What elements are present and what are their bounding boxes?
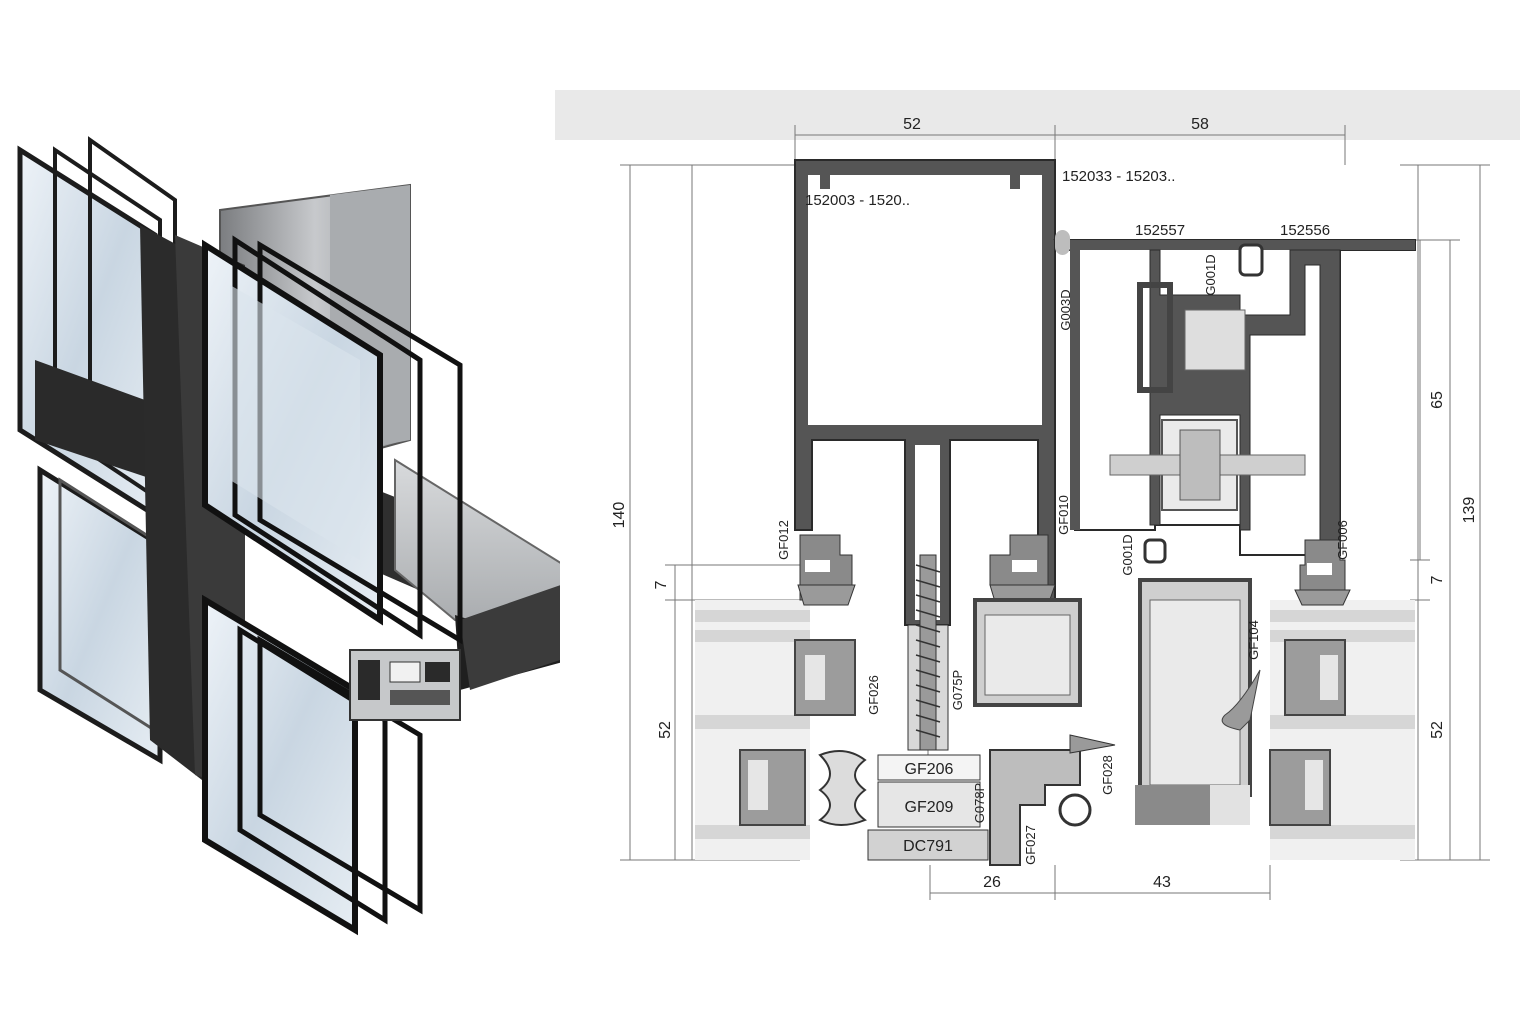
header-band [555,90,1520,140]
gasket-gf104 [1221,669,1261,731]
gasket-gf028 [1069,734,1116,754]
label-vent-right: 152556 [1280,222,1330,239]
glass-pane-front-upper [202,235,463,645]
part-gf206 [877,754,981,781]
gasket-g078p [989,749,1092,866]
part-gf209 [877,781,981,828]
node-section-detail [349,649,461,721]
label-gf206: GF206 [905,761,954,778]
label-gf006: GF006 [1335,520,1350,560]
glass-units [695,600,1415,860]
label-g001d-top: G001D [1203,254,1218,295]
transom-aluminium-box [394,458,560,690]
label-gf010: GF010 [1056,495,1071,535]
dim-left-glass: 52 [657,721,674,739]
dim-left-small: 7 [653,580,670,589]
vent-profile [1109,249,1341,561]
label-transom-profile: 152033 - 15203.. [1062,168,1175,185]
label-gf026: GF026 [866,675,881,715]
glazing-bead-left [973,598,1082,707]
label-vent-left: 152557 [1135,222,1185,239]
technical-section-drawing: 52 58 140 7 52 65 139 7 52 26 43 152003 … [555,90,1520,900]
label-gf209: GF209 [905,799,954,816]
dim-right-total: 139 [1461,497,1478,524]
glazing-bead-right [1135,578,1252,825]
gasket-g001d-mid [1143,538,1167,564]
dim-bottom-right: 43 [1153,874,1171,891]
label-gf012: GF012 [776,520,791,560]
curtain-wall-3d-render [17,136,560,936]
label-dc791: DC791 [903,838,953,855]
label-g003d: G003D [1058,289,1073,330]
label-gf104: GF104 [1246,620,1261,660]
label-gf027: GF027 [1023,825,1038,865]
label-gf028: GF028 [1100,755,1115,795]
part-dc791 [867,829,989,861]
glass-pane-front-lower [202,594,423,936]
label-mullion-profile: 152003 - 1520.. [805,192,910,209]
label-g078p: G078P [972,783,987,823]
dim-right-glass: 52 [1429,721,1446,739]
dim-top-right: 58 [1191,116,1209,133]
label-g001d-mid: G001D [1120,534,1135,575]
dim-bottom-left: 26 [983,874,1001,891]
dim-right-upper: 65 [1429,391,1446,409]
dim-top-left: 52 [903,116,921,133]
gasket-g001d-top [1238,243,1264,277]
dim-right-small: 7 [1429,575,1446,584]
label-gf075p: G075P [950,670,965,710]
gasket-gf026 [818,750,868,826]
gasket-gf006 [1294,539,1351,606]
gasket-gf012 [797,534,856,606]
dim-left-total: 140 [611,502,628,529]
screw-fixing [907,554,949,751]
